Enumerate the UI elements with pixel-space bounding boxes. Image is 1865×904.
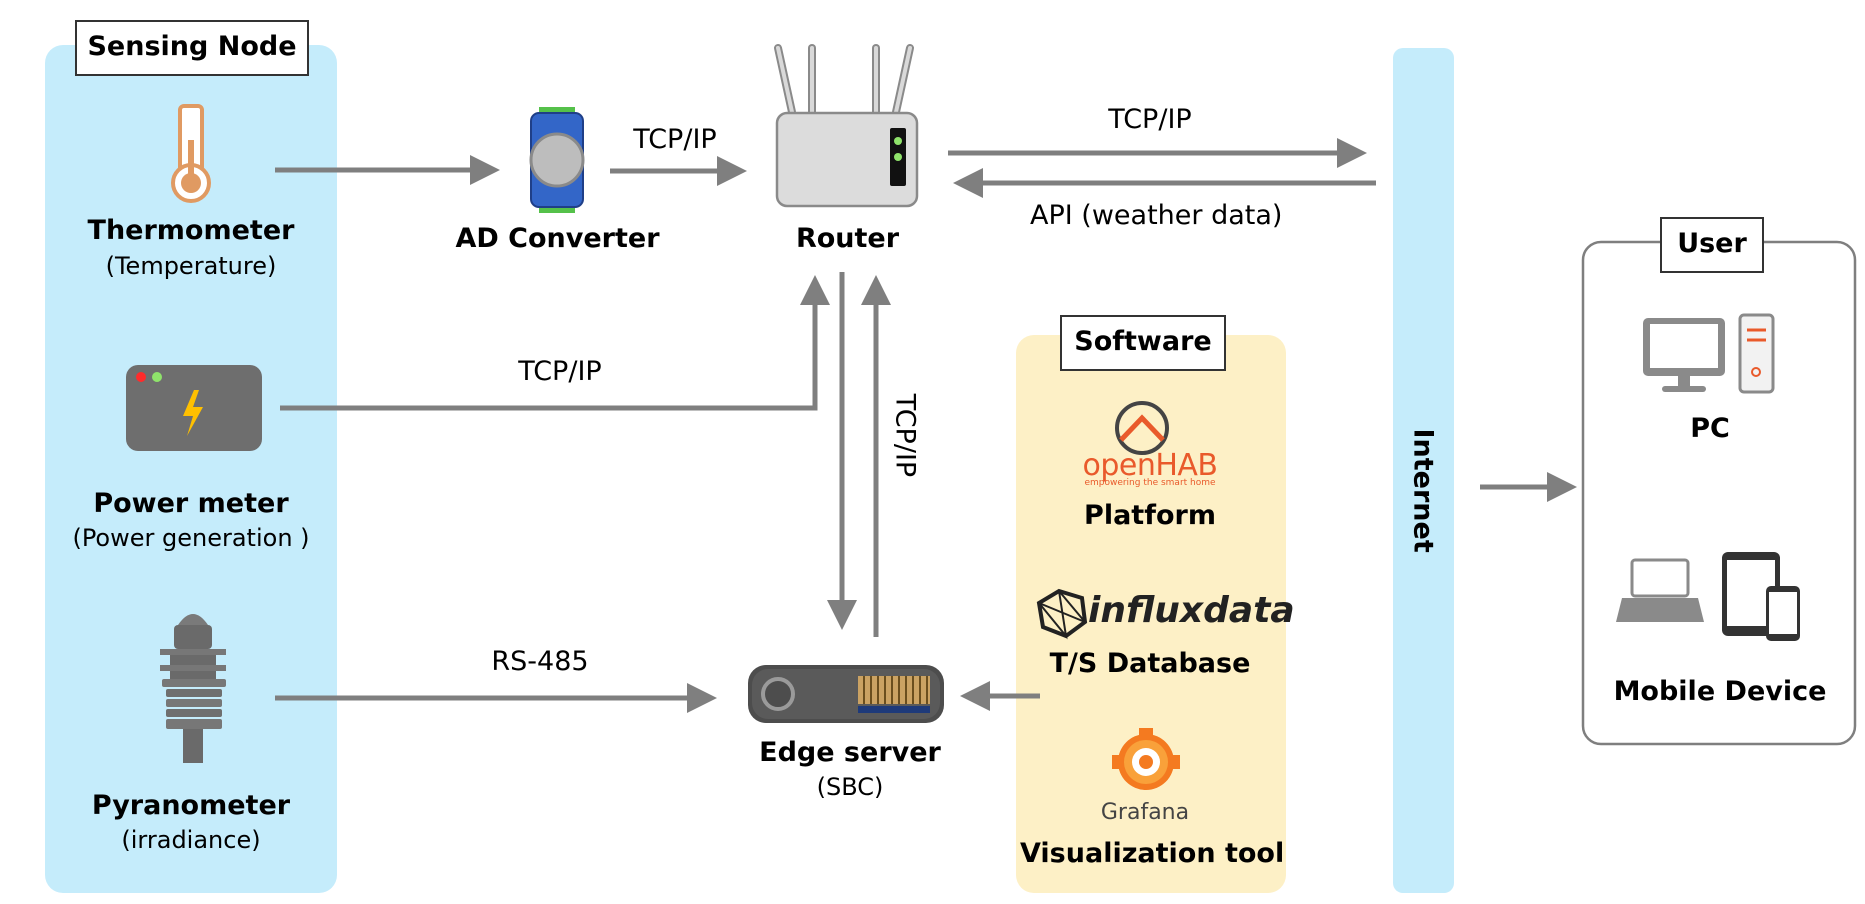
grafana-logo-text: Grafana [1100,800,1190,825]
user-label: User [1660,217,1764,273]
pc-icon [1643,313,1775,394]
link-label-power-router: TCP/IP [518,356,602,387]
grafana-logo [1112,728,1180,790]
platform-title: Platform [1084,500,1216,531]
power-meter-title: Power meter [93,488,289,519]
visualization-title: Visualization tool [1020,838,1285,869]
router-icon [774,44,919,208]
edge-server-icon [748,665,944,723]
router-title: Router [795,223,900,254]
openhab-logo-tagline: empowering the smart home [1084,478,1216,488]
software-panel [1016,335,1286,893]
sensing-node-label: Sensing Node [75,20,309,76]
openhab-logo [1115,401,1169,455]
influxdata-logo-text: influxdata [1088,590,1295,631]
power-meter-icon [126,365,262,451]
tsdb-title: T/S Database [1049,648,1251,679]
arrow-power-meter-to-router [280,275,830,411]
thermometer-title: Thermometer [87,215,295,246]
link-label-adc-router: TCP/IP [633,124,717,155]
edge-server-subtitle: (SBC) [816,773,884,801]
link-label-internet-router: API (weather data) [1030,200,1283,231]
sensing-node-panel [45,45,337,893]
mobile-device-title: Mobile Device [1613,676,1827,707]
edge-server-title: Edge server [759,737,941,768]
ad-converter-icon [529,107,585,213]
pyranometer-icon [160,614,226,763]
influxdata-logo [1036,588,1088,640]
pyranometer-subtitle: (irradiance) [121,826,261,854]
openhab-logo-text: openHAB [1082,448,1218,483]
link-label-router-internet: TCP/IP [1108,104,1192,135]
user-panel [1581,240,1857,746]
pc-title: PC [1690,413,1730,444]
mobile-device-icon [1616,552,1800,641]
link-label-pyranometer-edge: RS-485 [491,646,589,677]
thermometer-icon [171,104,211,203]
internet-label: Internet [1407,428,1439,553]
software-label: Software [1060,315,1226,371]
thermometer-subtitle: (Temperature) [105,252,277,280]
ad-converter-title: AD Converter [455,223,660,254]
link-label-router-edge: TCP/IP [889,393,921,478]
internet-panel [1393,48,1454,893]
power-meter-subtitle: (Power generation ) [72,524,310,552]
pyranometer-title: Pyranometer [91,790,291,821]
